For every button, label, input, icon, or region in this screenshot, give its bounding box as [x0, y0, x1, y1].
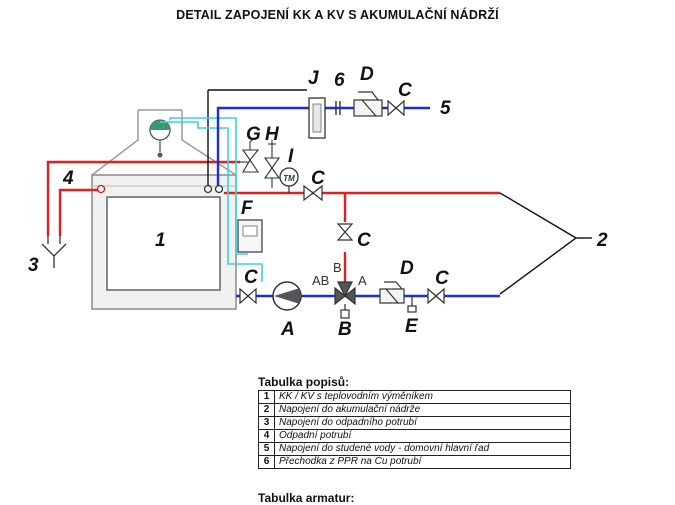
thermometer-label: TM: [283, 174, 295, 183]
legend-num: 5: [258, 442, 275, 456]
label-6: 6: [334, 70, 345, 91]
label-c-low: C: [244, 267, 258, 288]
label-i: I: [288, 146, 294, 167]
label-c-hot: C: [311, 168, 325, 189]
controller-f: [237, 219, 263, 253]
label-g: G: [246, 124, 261, 145]
label-e: E: [405, 316, 419, 337]
legend-text: Odpadní potrubí: [274, 429, 571, 443]
valve-port-a: A: [358, 273, 367, 288]
legend-text: KK / KV s teplovodním výměníkem: [274, 390, 571, 404]
label-b: B: [338, 319, 352, 340]
hot-pipes: [46, 160, 500, 282]
legend-text: Přechodka z PPR na Cu potrubí: [274, 455, 571, 469]
strainer-top: [353, 91, 383, 117]
label-d-top: D: [360, 64, 374, 85]
valve-hot: [303, 184, 323, 202]
page-title: DETAIL ZAPOJENÍ KK A KV S AKUMULAČNÍ NÁD…: [176, 8, 499, 22]
label-3: 3: [28, 255, 39, 276]
legend-num: 2: [258, 403, 275, 417]
legend-text: Napojení do odpadního potrubí: [274, 416, 571, 430]
device-j: [308, 97, 326, 139]
valve-vertical: [336, 223, 354, 241]
label-h: H: [265, 124, 280, 145]
label-j: J: [308, 68, 319, 89]
legend-num: 4: [258, 429, 275, 443]
expansion-vessel-icon: [149, 119, 171, 158]
legend-text: Napojení do akumulační nádrže: [274, 403, 571, 417]
legend-num: 3: [258, 416, 275, 430]
label-f: F: [241, 198, 254, 219]
valve-port-ab: AB: [312, 273, 329, 288]
service-lines: [160, 117, 263, 282]
valve-port-b: B: [333, 260, 342, 275]
legend-text: Napojení do studené vody - domovní hlavn…: [274, 442, 571, 456]
valve-low-right: [427, 287, 445, 305]
label-4: 4: [62, 168, 74, 189]
drain-icon: [41, 236, 67, 268]
label-1: 1: [155, 230, 166, 251]
legend-title: Tabulka popisů:: [258, 375, 350, 389]
label-d-low: D: [400, 258, 414, 279]
legend-num: 1: [258, 390, 275, 404]
safety-valve-g: [240, 137, 260, 173]
boiler-ports: [96, 184, 224, 194]
pump-a: [272, 281, 302, 311]
coupling-6: [335, 101, 341, 115]
legend-num: 6: [258, 455, 275, 469]
valve-low-left: [239, 287, 257, 305]
strainer-low: [379, 281, 417, 313]
label-2: 2: [596, 230, 608, 251]
thermometer-i: TM: [279, 167, 299, 193]
air-vent-h: [263, 140, 281, 188]
armature-table-title: Tabulka armatur:: [258, 491, 355, 505]
label-c-vertical: C: [357, 230, 371, 251]
three-way-valve-b: [334, 281, 356, 319]
label-a: A: [280, 319, 295, 340]
label-5: 5: [440, 98, 451, 119]
valve-top: [387, 99, 405, 117]
boiler: [91, 109, 237, 310]
label-c-low-right: C: [435, 268, 449, 289]
label-c-top: C: [398, 80, 412, 101]
tank-connection-lines: [207, 89, 592, 295]
